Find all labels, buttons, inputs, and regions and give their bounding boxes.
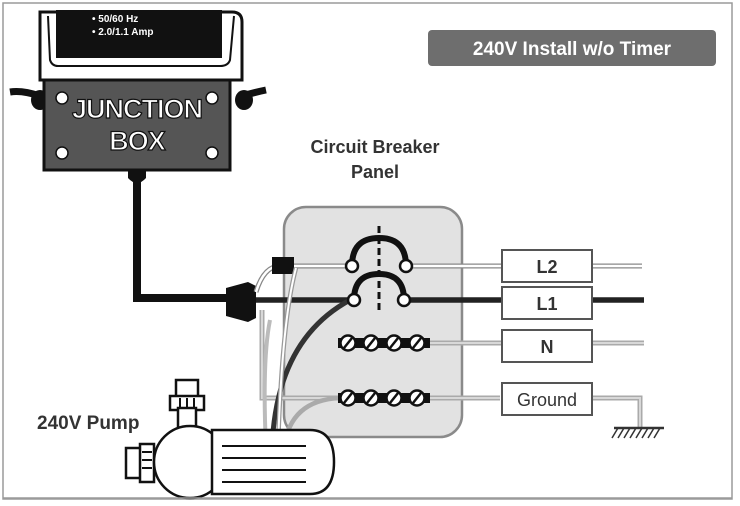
spec-display [56,10,222,58]
terminal-n: N [501,329,593,363]
pump-label: 240V Pump [37,413,139,434]
ground-bus-bar [338,389,430,407]
spec-amp: • 2.0/1.1 Amp [92,27,154,38]
feed-cable [133,180,230,302]
terminal-l1-label: L1 [536,294,557,314]
terminal-l1: L1 [501,286,593,320]
earth-ground-icon [611,426,664,439]
terminal-ground: Ground [501,382,643,428]
diagram-title: 240V Install w/o Timer [473,39,672,60]
terminal-n-label: N [541,337,554,357]
junction-box: • 50/60 Hz • 2.0/1.1 Amp JUNCTION BOX [9,10,267,183]
panel-label-line1: Circuit Breaker [310,137,439,157]
cable-connector [226,282,256,322]
terminal-ground-label: Ground [517,390,577,410]
pump-wire-black [269,297,352,449]
spec-hz: • 50/60 Hz [92,14,138,25]
title-banner: 240V Install w/o Timer [428,30,716,66]
terminal-l2-label: L2 [536,257,557,277]
pump-icon [124,378,336,500]
neutral-bus-bar [338,334,430,352]
terminal-l2: L2 [501,249,593,283]
junction-label-line1: JUNCTION [72,94,202,124]
junction-label-line2: BOX [109,126,166,156]
l2-splice [272,257,294,274]
panel-label-line2: Panel [351,162,399,182]
